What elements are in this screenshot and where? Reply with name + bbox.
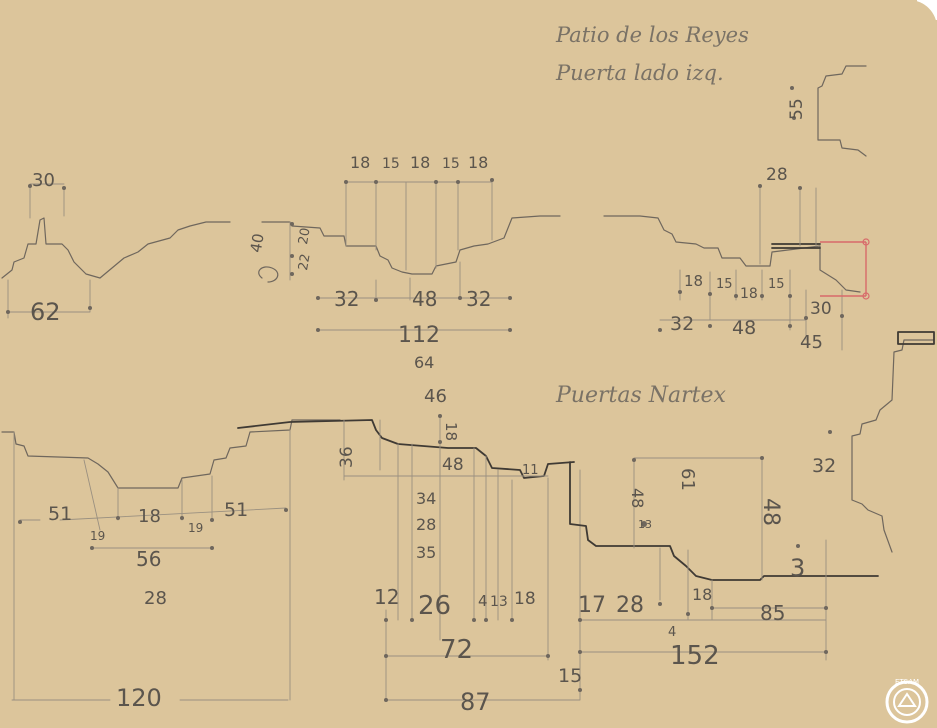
dim-label: 62 — [30, 298, 61, 326]
dim-label: 87 — [460, 688, 491, 716]
dim-label: 48 — [628, 488, 647, 508]
dim-label: 28 — [416, 515, 436, 534]
dim-label: 32 — [670, 313, 694, 335]
red-dimension-marks — [820, 241, 867, 297]
dim-label: 13 — [490, 594, 508, 610]
dim-label: 32 — [466, 287, 491, 311]
dim-label: 18 — [442, 422, 460, 441]
dim-label: 112 — [398, 323, 440, 348]
dim-label: 48 — [412, 287, 437, 311]
dim-label: 51 — [48, 503, 72, 525]
dim-label: 19 — [90, 529, 105, 543]
dim-label: 152 — [670, 641, 720, 671]
dim-label: 11 — [522, 463, 539, 478]
dim-label: 34 — [416, 489, 436, 508]
heading-puertas-nartex: Puertas Nartex — [555, 383, 726, 408]
dim-label: 36 — [337, 446, 357, 468]
dim-label: 4 — [478, 592, 488, 610]
dim-label: 18 — [684, 272, 703, 290]
dim-label: 15 — [716, 277, 733, 292]
etsam-stamp-logo: ETSAM — [885, 678, 929, 724]
dim-label: 18 — [138, 506, 161, 527]
dim-label: 46 — [424, 386, 447, 407]
dim-label: 19 — [188, 521, 203, 535]
dim-label: 18 — [514, 589, 536, 609]
dim-label: 15 — [558, 665, 582, 687]
heading-puerta: Puerta lado izq. — [555, 61, 724, 85]
dim-label: 13 — [638, 518, 652, 531]
dim-label: 40 — [247, 232, 268, 254]
dim-label: 18 — [740, 286, 758, 302]
dim-label: 72 — [440, 635, 473, 665]
dim-label: 30 — [810, 299, 832, 319]
moulding-profile-far-right — [851, 339, 935, 553]
dim-label: 51 — [224, 499, 248, 521]
dim-label: 85 — [760, 601, 785, 625]
dim-label: 32 — [812, 455, 836, 477]
moulding-profile-top-right — [603, 215, 861, 293]
dim-label: 15 — [382, 156, 400, 172]
dim-label: 15 — [442, 156, 460, 172]
dim-label: 18 — [350, 153, 370, 172]
moulding-profile-bottom-right — [569, 461, 879, 581]
dim-label: 18 — [468, 153, 488, 172]
dim-label: 18 — [692, 585, 712, 604]
dim-label: 18 — [410, 153, 430, 172]
dim-label: 45 — [800, 332, 823, 353]
dim-label: 17 — [578, 593, 606, 618]
dim-label: 61 — [677, 468, 698, 491]
dim-label: 15 — [768, 277, 785, 292]
dim-label: 30 — [32, 170, 55, 191]
dim-label: 48 — [442, 455, 464, 475]
dim-label: 32 — [334, 287, 359, 311]
dim-label: 56 — [136, 547, 161, 571]
dim-label: 12 — [374, 585, 399, 609]
dim-label: 35 — [416, 543, 436, 562]
dim-label: 28 — [616, 593, 644, 618]
dim-label: 22 — [296, 253, 314, 272]
dim-label: 20 — [296, 227, 314, 246]
dim-label: 28 — [144, 588, 167, 609]
dim-label: 26 — [418, 591, 451, 621]
dim-label: 120 — [116, 684, 162, 712]
dim-label: 48 — [732, 317, 756, 339]
dim-label: 28 — [766, 165, 788, 185]
dim-label: 3 — [790, 554, 805, 582]
dim-label: 48 — [758, 498, 783, 526]
heading-patio: Patio de los Reyes — [555, 23, 749, 47]
stamp-label: ETSAM — [895, 678, 919, 686]
moulding-detail-small — [817, 65, 867, 157]
dim-label: 55 — [787, 98, 807, 120]
moulding-profile-bottom-left — [1, 419, 341, 489]
dim-label: 4 — [668, 625, 676, 640]
moulding-profile-top-middle — [261, 215, 561, 275]
moulding-profile-top-left — [1, 217, 231, 279]
dim-label: 64 — [414, 353, 434, 372]
